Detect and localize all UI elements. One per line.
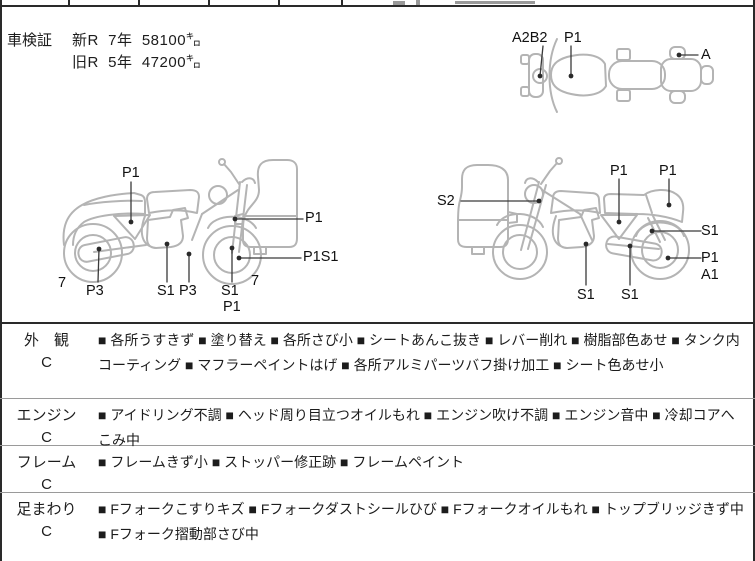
damage-code-label: P1 [564, 30, 582, 46]
condition-table: 外 観 C ■ 各所うすきず ■ 塗り替え ■ 各所さび小 ■ シートあんこ抜き… [0, 322, 755, 561]
left-side-view-diagram [457, 157, 702, 286]
damage-code-label: P1 [610, 163, 628, 179]
column-divider-tick [278, 0, 280, 5]
damage-code-label: P3 [86, 283, 104, 299]
cropped-text-remnant [455, 1, 535, 4]
top-rule [0, 5, 755, 7]
damage-code-label: P1 [659, 163, 677, 179]
category-cell: エンジン C [0, 399, 93, 446]
left-border [0, 0, 2, 561]
damage-code-label: P1 [701, 250, 719, 266]
damage-code-label: A2B2 [512, 30, 548, 46]
condition-items-text: ■ フレームきず小 ■ ストッパー修正跡 ■ フレームペイント [98, 454, 464, 470]
damage-code-label: S1 [221, 283, 239, 299]
grade-label: C [41, 354, 52, 371]
condition-items-text: ■ Fフォークこすりキズ ■ Fフォークダストシールひび ■ Fフォークオイルも… [98, 501, 744, 542]
motorcycle-side-art [492, 157, 690, 280]
category-label: 外 観 [23, 332, 69, 349]
category-label: フレーム [16, 454, 77, 471]
damage-code-label: P1 [305, 210, 323, 226]
damage-code-label: S1 [621, 287, 639, 303]
category-cell: 外 観 C [0, 324, 93, 398]
damage-code-label: P1 [122, 165, 140, 181]
damage-code-label: A [701, 47, 711, 63]
section-row-engine: エンジン C ■ アイドリング不調 ■ ヘッド周り目立つオイルもれ ■ エンジン… [0, 398, 755, 448]
category-cell: フレーム C [0, 446, 93, 493]
section-row-exterior: 外 観 C ■ 各所うすきず ■ 塗り替え ■ 各所さび小 ■ シートあんこ抜き… [0, 322, 755, 398]
side-view-leader-lines [460, 178, 702, 286]
top-view-leader-lines [537, 45, 699, 79]
right-side-view-diagram [62, 158, 304, 285]
category-label: 足まわり [16, 501, 77, 518]
right-border [753, 0, 755, 561]
damage-code-label: 7 [58, 275, 67, 291]
motorcycle-top-art [520, 38, 714, 113]
condition-items-text: ■ アイドリング不調 ■ ヘッド周り目立つオイルもれ ■ エンジン吹け不調 ■ … [98, 407, 735, 448]
section-row-undercarriage: 足まわり C ■ Fフォークこすりキズ ■ Fフォークダストシールひび ■ Fフ… [0, 492, 755, 561]
damage-code-label: S2 [437, 193, 455, 209]
inspection-cert-label: 車検証 [7, 32, 53, 49]
grade-label: C [41, 476, 52, 493]
side-view-leader-lines [96, 181, 304, 283]
condition-items-text: ■ 各所うすきず ■ 塗り替え ■ 各所さび小 ■ シートあんこ抜き ■ レバー… [98, 332, 740, 373]
odometer-new-line: 新R 7年 58100㌔ [72, 32, 202, 49]
top-view-diagram [520, 38, 714, 113]
grade-label: C [41, 523, 52, 540]
section-row-frame: フレーム C ■ フレームきず小 ■ ストッパー修正跡 ■ フレームペイント [0, 445, 755, 493]
damage-code-label: P1 [223, 299, 241, 315]
column-divider-tick [68, 0, 70, 5]
column-divider-tick [138, 0, 140, 5]
damage-code-label: S1 [701, 223, 719, 239]
damage-code-label: A1 [701, 267, 719, 283]
cropped-text-remnant [416, 0, 420, 5]
grade-label: C [41, 429, 52, 446]
cropped-text-remnant [393, 1, 405, 5]
category-label: エンジン [16, 407, 77, 424]
damage-code-label: P1S1 [303, 249, 339, 265]
category-cell: 足まわり C [0, 493, 93, 561]
damage-code-label: S1 [157, 283, 175, 299]
column-divider-tick [208, 0, 210, 5]
damage-code-label: 7 [251, 273, 260, 289]
damage-code-label: S1 [577, 287, 595, 303]
odometer-old-line: 旧R 5年 47200㌔ [72, 54, 202, 71]
damage-code-label: P3 [179, 283, 197, 299]
column-divider-tick [341, 0, 343, 5]
